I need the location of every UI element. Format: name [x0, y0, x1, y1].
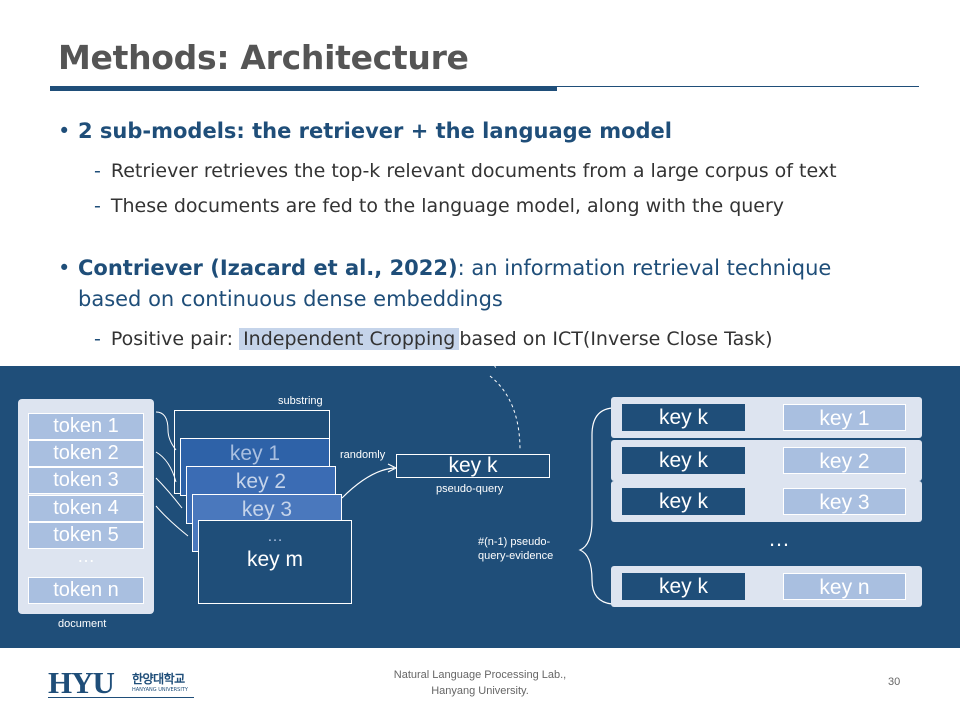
- pair-1-query: key k: [622, 404, 745, 431]
- bullet-1-bold: 2 sub-models: the retriever + the langua…: [78, 119, 672, 143]
- slide-title: Methods: Architecture: [58, 38, 469, 77]
- token-5: token 5: [28, 522, 144, 549]
- pair-n-evidence: key n: [783, 573, 906, 600]
- token-3: token 3: [28, 467, 144, 494]
- randomly-label: randomly: [340, 449, 386, 461]
- pair-n-query: key k: [622, 573, 745, 600]
- footer-lab: Natural Language Processing Lab., Hanyan…: [393, 669, 567, 697]
- bullet-dot: •: [58, 119, 71, 143]
- highlight-independent-cropping: Independent Cropping: [239, 328, 460, 350]
- substring-label: substring: [278, 395, 323, 407]
- sub-bullet-fed: -These documents are fed to the language…: [94, 195, 785, 217]
- sub-bullet-retriever: -Retriever retrieves the top-k relevant …: [94, 160, 837, 182]
- title-rule-thick: [50, 86, 557, 91]
- pair-3-evidence: key 3: [783, 488, 906, 515]
- pair-row-1: key k key 1: [611, 397, 922, 438]
- pair-2-evidence: key 2: [783, 447, 906, 474]
- pairs-ellipsis: …: [768, 526, 790, 551]
- page-number: 30: [888, 676, 901, 688]
- diagram-connectors: [155, 355, 613, 605]
- pair-row-3: key k key 3: [611, 481, 922, 522]
- stack-key-m: … key m: [198, 520, 352, 604]
- document-label: document: [58, 618, 107, 630]
- pseudo-query-key: key k: [396, 454, 550, 478]
- pseudo-query-label: pseudo-query: [436, 483, 504, 495]
- token-ellipsis: …: [77, 546, 95, 566]
- pair-row-n: key k key n: [611, 566, 922, 607]
- title-rule-thin: [557, 86, 919, 87]
- evidence-label-line2: query-evidence: [478, 550, 554, 562]
- token-4: token 4: [28, 495, 144, 522]
- pair-2-query: key k: [622, 447, 745, 474]
- token-2: token 2: [28, 440, 144, 467]
- pair-1-evidence: key 1: [783, 404, 906, 431]
- bullet-2-bold: Contriever (Izacard et al., 2022): [78, 256, 458, 280]
- token-n: token n: [28, 577, 144, 604]
- bullet-dot: •: [58, 256, 71, 280]
- hyu-logo: HYU 한양대학교 HANYANG UNIVERSITY: [48, 667, 194, 698]
- evidence-label-line1: #(n-1) pseudo-: [478, 536, 551, 548]
- pair-row-2: key k key 2: [611, 440, 922, 481]
- token-1: token 1: [28, 413, 144, 440]
- pair-3-query: key k: [622, 488, 745, 515]
